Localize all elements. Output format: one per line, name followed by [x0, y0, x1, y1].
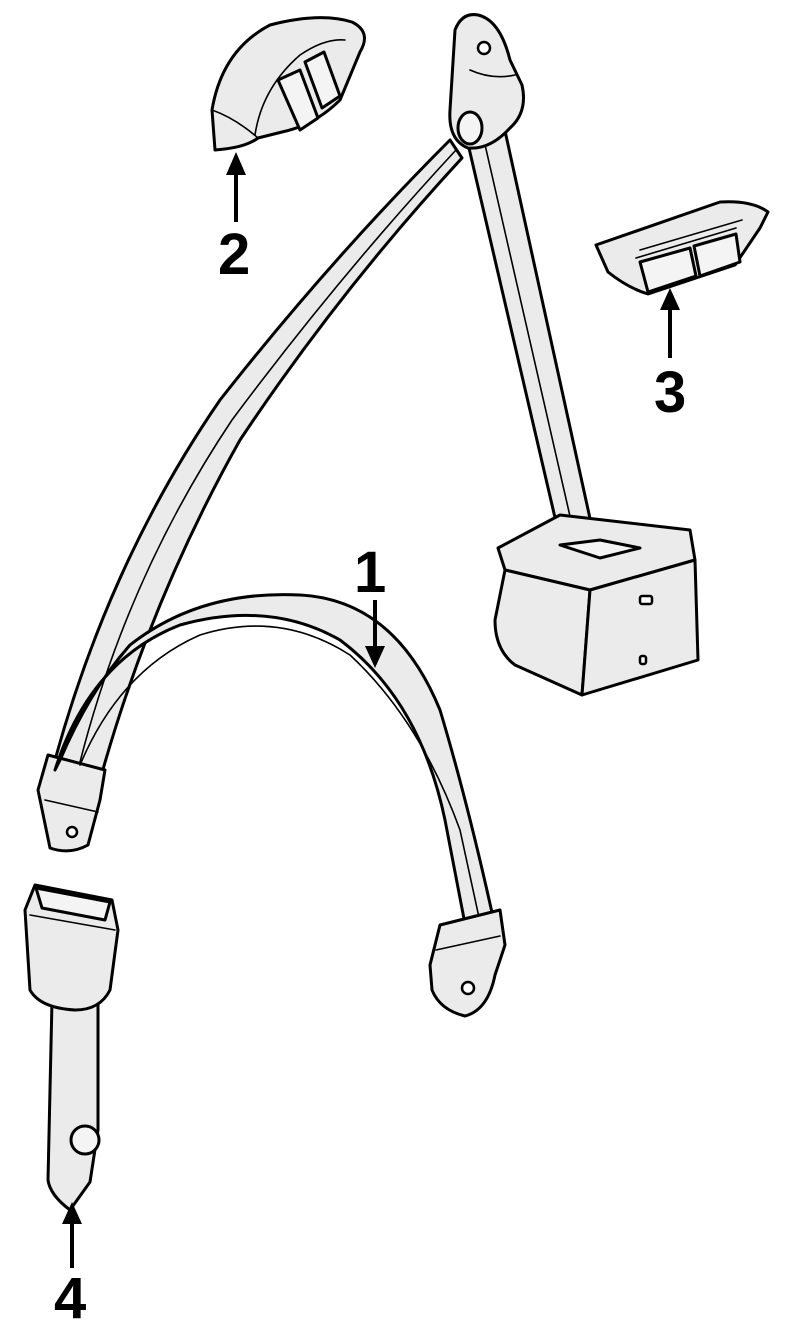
upper-trim-cover: [210, 16, 366, 152]
callout-3-label: 3: [654, 360, 686, 425]
callout-3: 3: [654, 288, 686, 425]
callout-4-label: 4: [54, 1266, 86, 1331]
callout-2-label: 2: [218, 222, 250, 287]
callout-4: 4: [54, 1202, 86, 1331]
callout-3-arrowhead: [660, 288, 680, 310]
callout-1: 1: [354, 540, 386, 668]
callout-1-label: 1: [354, 540, 386, 605]
callout-2: 2: [218, 152, 250, 287]
callout-2-arrowhead: [226, 152, 246, 175]
lower-trim-cover: [594, 200, 770, 296]
seat-belt-assembly: [36, 13, 700, 1018]
callout-4-arrowhead: [62, 1202, 82, 1224]
callout-1-arrowhead: [365, 646, 385, 668]
seat-belt-buckle: [23, 883, 120, 1212]
